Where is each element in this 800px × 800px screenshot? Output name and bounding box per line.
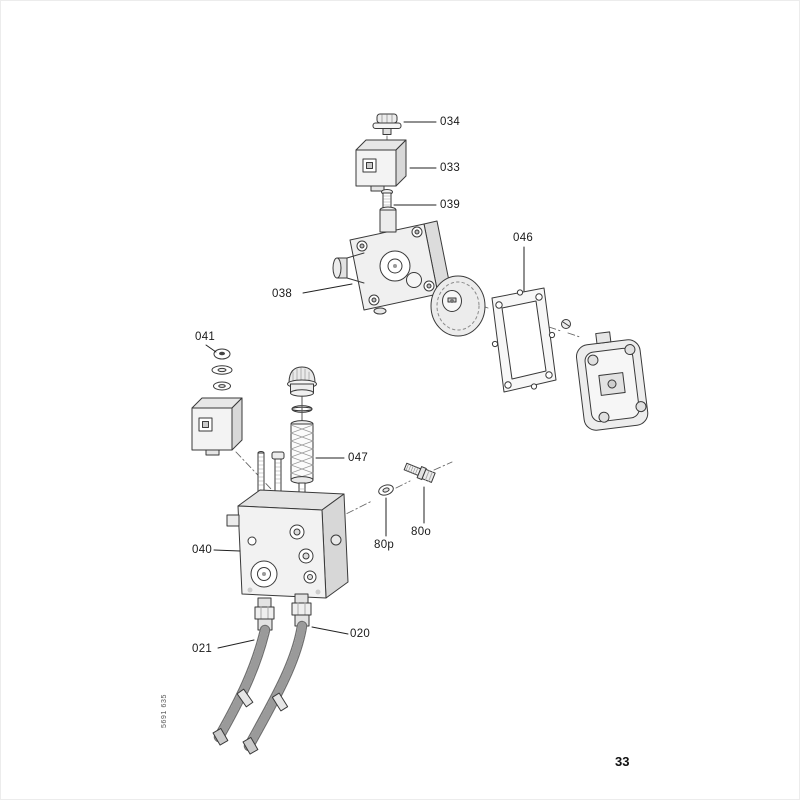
part-label-034: 034 — [440, 116, 461, 128]
part-pump-body-040 — [226, 451, 349, 599]
document-code: 5691 635 — [161, 694, 168, 728]
part-label-80o: 80o — [411, 526, 432, 538]
part-label-040: 040 — [192, 544, 213, 556]
part-solenoid-coil-033 — [355, 139, 407, 192]
part-knob-034 — [372, 113, 402, 135]
part-label-039: 039 — [440, 199, 461, 211]
part-coupling-rotor — [430, 275, 486, 337]
part-label-021: 021 — [192, 643, 213, 655]
part-label-020: 020 — [350, 628, 371, 640]
part-fitting-80o — [403, 462, 436, 483]
part-gasket-046 — [491, 287, 557, 393]
part-valve-body-038 — [332, 206, 452, 315]
part-label-046: 046 — [513, 232, 534, 244]
part-motor-housing — [575, 331, 649, 431]
part-solenoid-041 — [191, 348, 243, 456]
part-label-038: 038 — [272, 288, 293, 300]
part-label-033: 033 — [440, 162, 461, 174]
part-screw — [561, 319, 571, 329]
hose-assembly — [212, 593, 312, 755]
part-label-80p: 80p — [374, 539, 395, 551]
part-label-041: 041 — [195, 331, 216, 343]
part-label-047: 047 — [348, 452, 369, 464]
part-washer-80p — [378, 484, 394, 496]
part-filter-cartridge-047 — [287, 366, 317, 497]
page-number: 33 — [615, 754, 630, 769]
leader-lines — [205, 121, 525, 649]
